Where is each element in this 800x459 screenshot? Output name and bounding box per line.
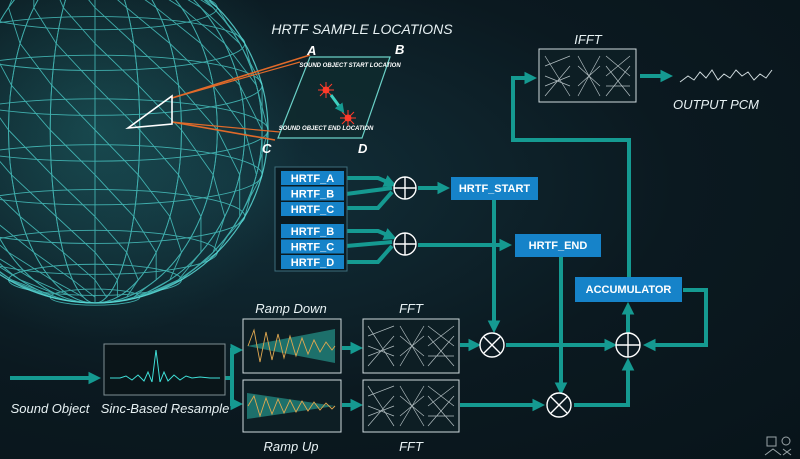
hrtf-box-label: HRTF_D (291, 257, 334, 269)
hrtf-box-label: HRTF_A (291, 173, 334, 185)
sinc-resample-block: Sinc-Based Resample (101, 343, 230, 416)
multiplier-top (479, 332, 505, 358)
hrtf-box (281, 171, 344, 185)
hrtf-box (281, 255, 344, 269)
wireframe-sphere (0, 0, 305, 340)
ramp-down-block: Ramp Down (242, 301, 342, 374)
hrtf-end-label: HRTF_END (529, 240, 588, 252)
ramp-up-label: Ramp Up (264, 439, 319, 454)
hrtf-start-label: HRTF_START (459, 183, 531, 195)
hrtf-sample-locations-title: HRTF SAMPLE LOCATIONS (271, 21, 453, 37)
hrtf-box-label: HRTF_C (291, 242, 334, 254)
hrtf-box (281, 224, 344, 238)
hrtf-end-box: HRTF_END (515, 234, 601, 257)
output-waveform (679, 69, 773, 83)
multiplier-bottom (546, 392, 572, 418)
start-location-label: SOUND OBJECT START LOCATION (299, 63, 401, 69)
point-d-label: D (358, 141, 368, 156)
sound-object-label: Sound Object (11, 401, 91, 416)
output-pcm-label: OUTPUT PCM (673, 97, 759, 112)
ifft-block: IFFT OUTPUT PCM (538, 32, 773, 112)
playstation-logo-icon (764, 436, 792, 456)
final-adder (615, 332, 641, 358)
hrtf-box (281, 202, 344, 216)
fft-top-label: FFT (399, 301, 424, 316)
end-location-marker (340, 110, 356, 126)
fft-top-block: FFT (362, 301, 460, 374)
point-c-label: C (262, 141, 272, 156)
accumulator-label: ACCUMULATOR (586, 284, 672, 296)
fft-bottom-block: FFT (362, 379, 460, 454)
adder-start (393, 176, 417, 200)
signal-flow-lines (10, 71, 708, 412)
sample-triangle (125, 94, 173, 130)
hrtf-group-1: HRTF_A HRTF_B HRTF_C (281, 171, 344, 216)
adder-end (393, 232, 417, 256)
ifft-label: IFFT (574, 32, 602, 47)
ramp-down-label: Ramp Down (255, 301, 327, 316)
ramp-up-block: Ramp Up (242, 379, 342, 454)
hrtf-group-2: HRTF_B HRTF_C HRTF_D (281, 224, 344, 269)
hrtf-box-label: HRTF_B (291, 226, 334, 238)
accumulator-box: ACCUMULATOR (575, 277, 682, 302)
hrtf-start-box: HRTF_START (451, 177, 538, 200)
movement-arrow (329, 94, 345, 114)
end-location-label: SOUND OBJECT END LOCATION (279, 126, 374, 132)
hrtf-sample-inset: HRTF SAMPLE LOCATIONS A B C D SOUND OBJE… (262, 21, 453, 156)
resample-label: Sinc-Based Resample (101, 401, 230, 416)
fft-bottom-label: FFT (399, 439, 424, 454)
hrtf-sight-lines (125, 54, 311, 141)
hrtf-box-label: HRTF_B (291, 189, 334, 201)
start-location-marker (318, 82, 334, 98)
hrtf-box (281, 239, 344, 254)
point-b-label: B (395, 42, 404, 57)
hrtf-box-label: HRTF_C (291, 204, 334, 216)
hrtf-box (281, 186, 344, 201)
point-a-label: A (306, 43, 316, 58)
